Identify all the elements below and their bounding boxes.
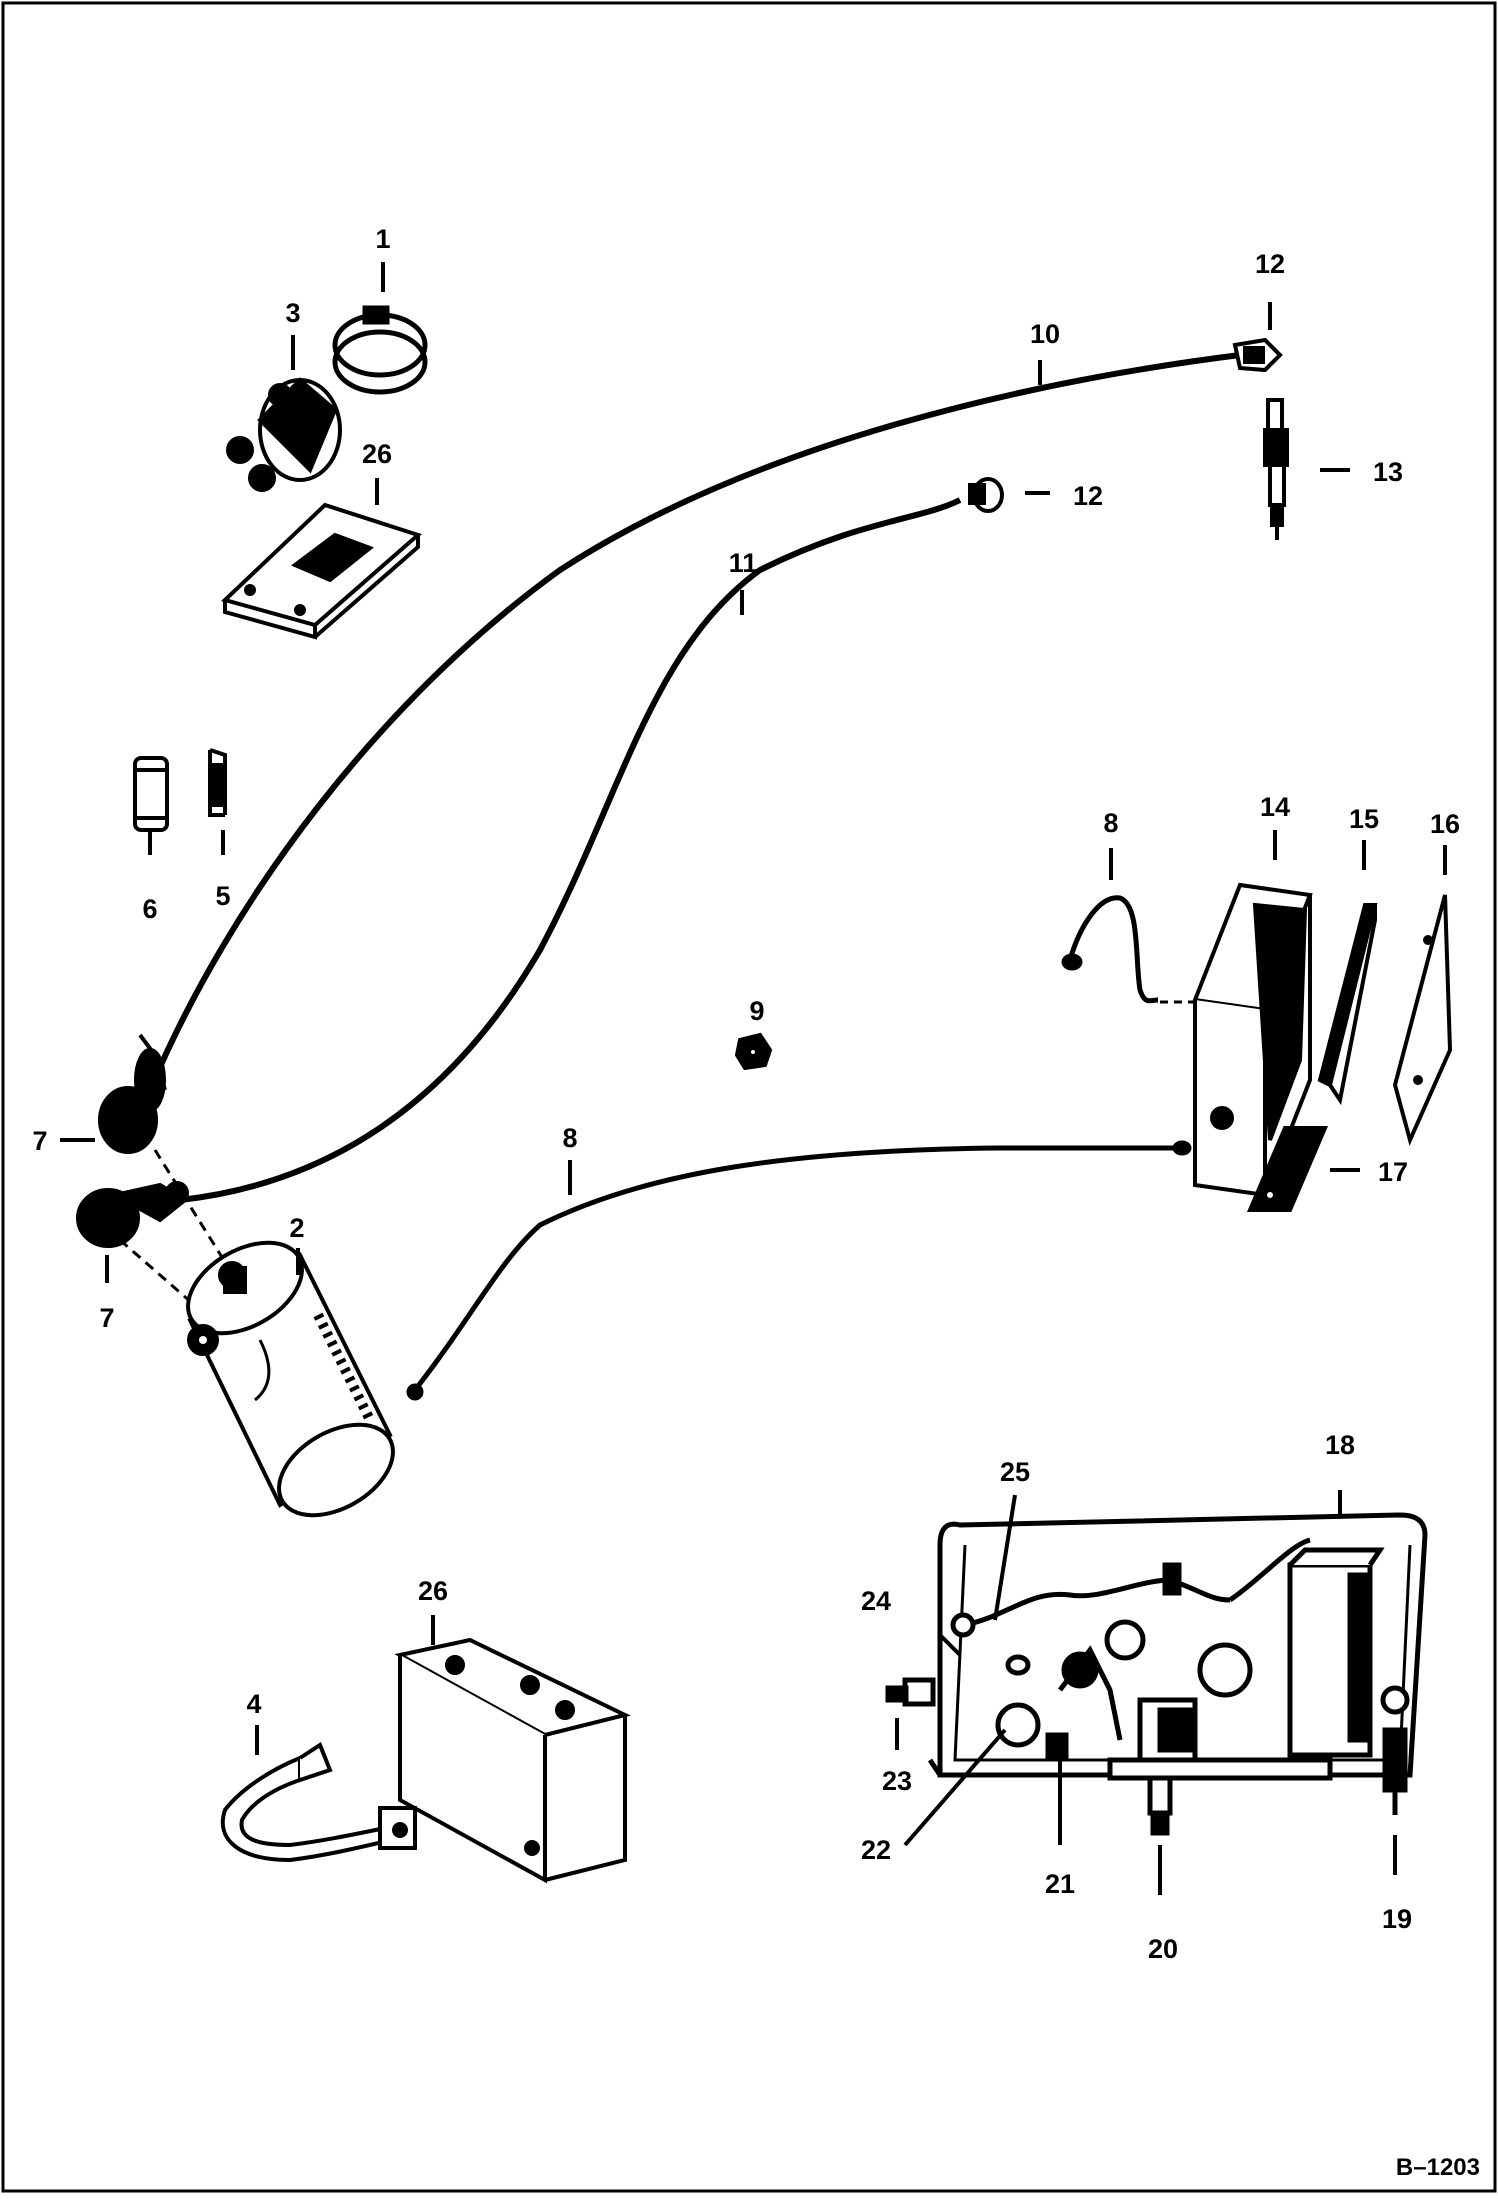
cable-8-lower bbox=[406, 1140, 1192, 1401]
callout-8-upper: 8 bbox=[1103, 808, 1118, 838]
callout-17: 17 bbox=[1378, 1157, 1408, 1187]
callout-20: 20 bbox=[1148, 1934, 1178, 1964]
lead-part-8-upper bbox=[1061, 895, 1159, 1004]
callout-7-upper: 7 bbox=[32, 1126, 47, 1156]
gasket-part-15 bbox=[1317, 903, 1378, 1106]
callout-8-lower: 8 bbox=[562, 1123, 577, 1153]
callout-7-lower: 7 bbox=[99, 1303, 114, 1333]
callout-14: 14 bbox=[1260, 792, 1290, 822]
callout-19: 19 bbox=[1382, 1904, 1412, 1934]
boot-part-7-upper bbox=[98, 1033, 167, 1154]
callout-22: 22 bbox=[861, 1835, 891, 1865]
clamp-part-1 bbox=[332, 305, 428, 395]
callout-9: 9 bbox=[749, 996, 764, 1026]
leader-lines bbox=[60, 262, 1447, 1895]
figure-code: B–1203 bbox=[1396, 2154, 1480, 2181]
callout-5: 5 bbox=[215, 881, 230, 911]
bracket-part-26-lower bbox=[394, 1637, 631, 1884]
callout-23: 23 bbox=[882, 1766, 912, 1796]
plug-boot-part-12-lower bbox=[968, 477, 1004, 513]
ignition-coil-part-2 bbox=[186, 1240, 395, 1518]
boot-connector-dashes bbox=[119, 1149, 232, 1312]
callout-6: 6 bbox=[142, 894, 157, 924]
spacer-part-6 bbox=[133, 756, 169, 832]
boot-part-7-lower bbox=[76, 1181, 189, 1248]
bracket-part-5 bbox=[208, 748, 227, 817]
callout-25: 25 bbox=[1000, 1457, 1030, 1487]
strap-part-4 bbox=[220, 1741, 417, 1863]
callout-4: 4 bbox=[246, 1689, 261, 1719]
callout-13: 13 bbox=[1373, 457, 1403, 487]
cable-11 bbox=[179, 497, 962, 1203]
callout-18: 18 bbox=[1325, 1430, 1355, 1460]
callout-16: 16 bbox=[1430, 809, 1460, 839]
plate-part-26-upper bbox=[221, 502, 422, 640]
callout-12-lower: 12 bbox=[1073, 481, 1103, 511]
callout-10: 10 bbox=[1030, 319, 1060, 349]
cable-10 bbox=[147, 352, 1241, 1092]
breaker-assembly bbox=[885, 1512, 1428, 1836]
callout-3: 3 bbox=[285, 298, 300, 328]
callout-labels: 1 2 3 4 5 6 7 7 8 8 9 10 11 12 12 13 14 … bbox=[32, 224, 1460, 1964]
housing-part-14 bbox=[1192, 882, 1313, 1198]
callout-26-upper: 26 bbox=[362, 439, 392, 469]
spark-plug-part-13 bbox=[1263, 398, 1289, 540]
callout-24: 24 bbox=[861, 1586, 891, 1616]
cover-part-16 bbox=[1392, 894, 1453, 1146]
callout-21: 21 bbox=[1045, 1869, 1075, 1899]
callout-1: 1 bbox=[375, 224, 390, 254]
plate-part-17 bbox=[1246, 1126, 1329, 1212]
nut-part-9 bbox=[734, 1032, 773, 1071]
callout-12-upper: 12 bbox=[1255, 249, 1285, 279]
callout-26-lower: 26 bbox=[418, 1576, 448, 1606]
distributor-cap-part-3 bbox=[226, 377, 342, 492]
callout-15: 15 bbox=[1349, 804, 1379, 834]
callout-2: 2 bbox=[289, 1213, 304, 1243]
callout-11: 11 bbox=[729, 548, 758, 578]
plug-boot-part-12-upper bbox=[1232, 337, 1283, 373]
